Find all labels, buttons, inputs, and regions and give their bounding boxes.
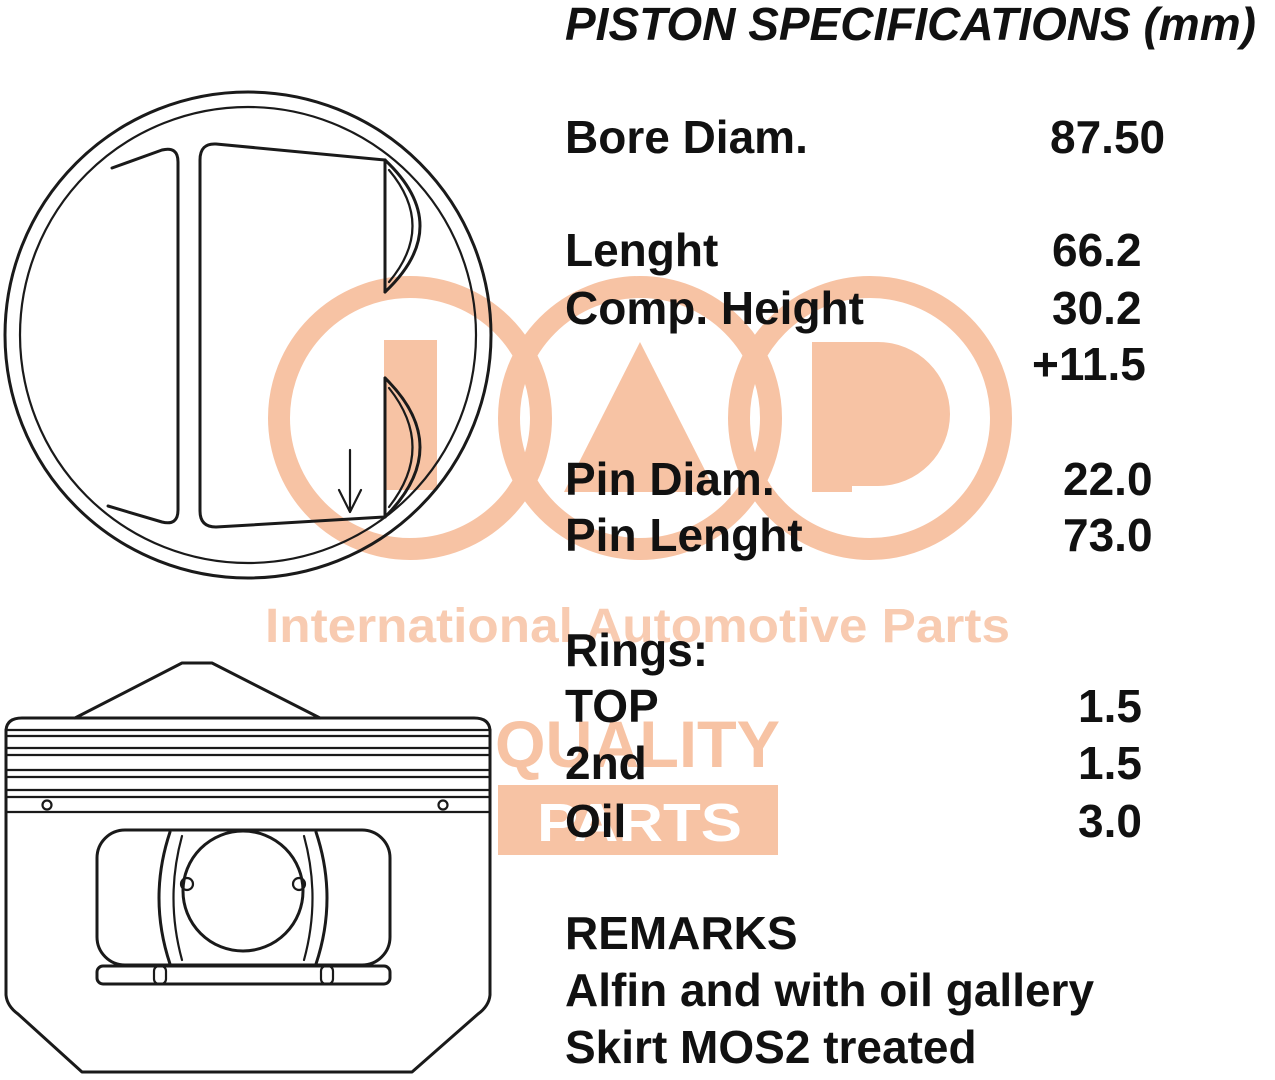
valve-pocket-upper-inner — [387, 168, 414, 284]
spec-value: 30.2 — [1052, 282, 1142, 334]
spec-label: Bore Diam. — [565, 111, 808, 163]
spec-value: 73.0 — [1063, 509, 1153, 561]
skirt-outline — [4, 810, 492, 1074]
pin-boss-right-inner — [302, 834, 314, 962]
spec-value-additional: +11.5 — [1032, 338, 1146, 390]
watermark-tagline: International Automotive Parts — [265, 600, 1010, 653]
pin-boss-left-outer — [157, 830, 172, 966]
logo-ring-middle — [498, 276, 782, 560]
valve-pocket-lower-inner — [387, 386, 414, 509]
page-title: PISTON SPECIFICATIONS (mm) — [565, 0, 1256, 50]
snap-ring-groove-left — [179, 876, 195, 892]
spec-value: 66.2 — [1052, 224, 1142, 276]
oil-hole-left — [41, 799, 53, 811]
watermark-parts-badge — [498, 785, 778, 855]
crown-left-panel — [106, 147, 180, 525]
watermark-quality: QUALITY — [495, 707, 780, 781]
ring-groove-lines — [4, 728, 492, 814]
watermark-registered-mark: ® — [761, 789, 771, 804]
piston-top-view-drawing — [3, 90, 493, 580]
remarks-text: Skirt MOS2 treated — [565, 1021, 977, 1073]
spec-value: 22.0 — [1063, 453, 1153, 505]
ring-value: 1.5 — [1078, 680, 1142, 732]
valve-pocket-upper-outer — [383, 158, 422, 294]
rings-heading-row: Rings: — [565, 626, 1265, 674]
remarks-heading-row: REMARKS — [565, 909, 1265, 957]
spec-label: Pin Diam. — [565, 453, 775, 505]
ring-label: TOP — [565, 680, 659, 732]
logo-ring-right — [728, 276, 1012, 560]
remarks-text: Alfin and with oil gallery — [565, 964, 1095, 1016]
spec-label: Pin Lenght — [565, 509, 803, 561]
skirt-lower-band — [95, 964, 392, 986]
logo-letter-p-shape — [812, 342, 950, 492]
iap-logo-watermark: International Automotive Parts QUALITY P… — [265, 276, 1012, 855]
pin-hole — [181, 829, 305, 953]
spec-row-compression-height-additional: +11.5 — [565, 340, 1265, 388]
ring-label: Oil — [565, 795, 627, 847]
remarks-heading: REMARKS — [565, 907, 798, 959]
ring-value: 1.5 — [1078, 737, 1142, 789]
valve-pocket-lower-outer — [383, 376, 422, 519]
ring-row-oil: Oil 3.0 — [565, 797, 1265, 845]
ring-row-top: TOP 1.5 — [565, 682, 1265, 730]
pin-boss-window — [95, 828, 392, 967]
piston-inner-circle — [18, 105, 478, 565]
spec-label: Lenght — [565, 224, 719, 276]
ring-value: 3.0 — [1078, 795, 1142, 847]
pin-boss-left-inner — [172, 834, 184, 962]
crown-right-panel — [198, 142, 387, 529]
remarks-line: Skirt MOS2 treated — [565, 1023, 1265, 1071]
ring-row-second: 2nd 1.5 — [565, 739, 1265, 787]
spec-row-length: Lenght 66.2 — [565, 226, 1265, 274]
rings-heading: Rings: — [565, 624, 709, 676]
spec-row-bore-diameter: Bore Diam. 87.50 — [565, 113, 1265, 161]
pin-boss-right-outer — [314, 830, 329, 966]
spec-value: 87.50 — [1050, 111, 1166, 163]
piston-outer-circle — [3, 90, 493, 580]
top-land — [4, 716, 492, 732]
band-notch-right — [319, 964, 335, 986]
ring-label: 2nd — [565, 737, 647, 789]
crown-dome — [73, 661, 322, 720]
spec-row-compression-height: Comp. Height 30.2 — [565, 284, 1265, 332]
piston-side-view-drawing — [4, 661, 492, 1074]
band-notch-left — [152, 964, 168, 986]
oil-hole-right — [437, 799, 449, 811]
direction-arrow-icon — [337, 448, 363, 514]
remarks-line: Alfin and with oil gallery — [565, 966, 1265, 1014]
spec-row-pin-diameter: Pin Diam. 22.0 — [565, 455, 1265, 503]
spec-row-pin-length: Pin Lenght 73.0 — [565, 511, 1265, 559]
watermark-parts: PARTS — [537, 793, 742, 853]
snap-ring-groove-right — [291, 876, 307, 892]
logo-letter-a-shape — [564, 342, 716, 492]
logo-ring-left — [268, 276, 552, 560]
spec-label: Comp. Height — [565, 282, 864, 334]
